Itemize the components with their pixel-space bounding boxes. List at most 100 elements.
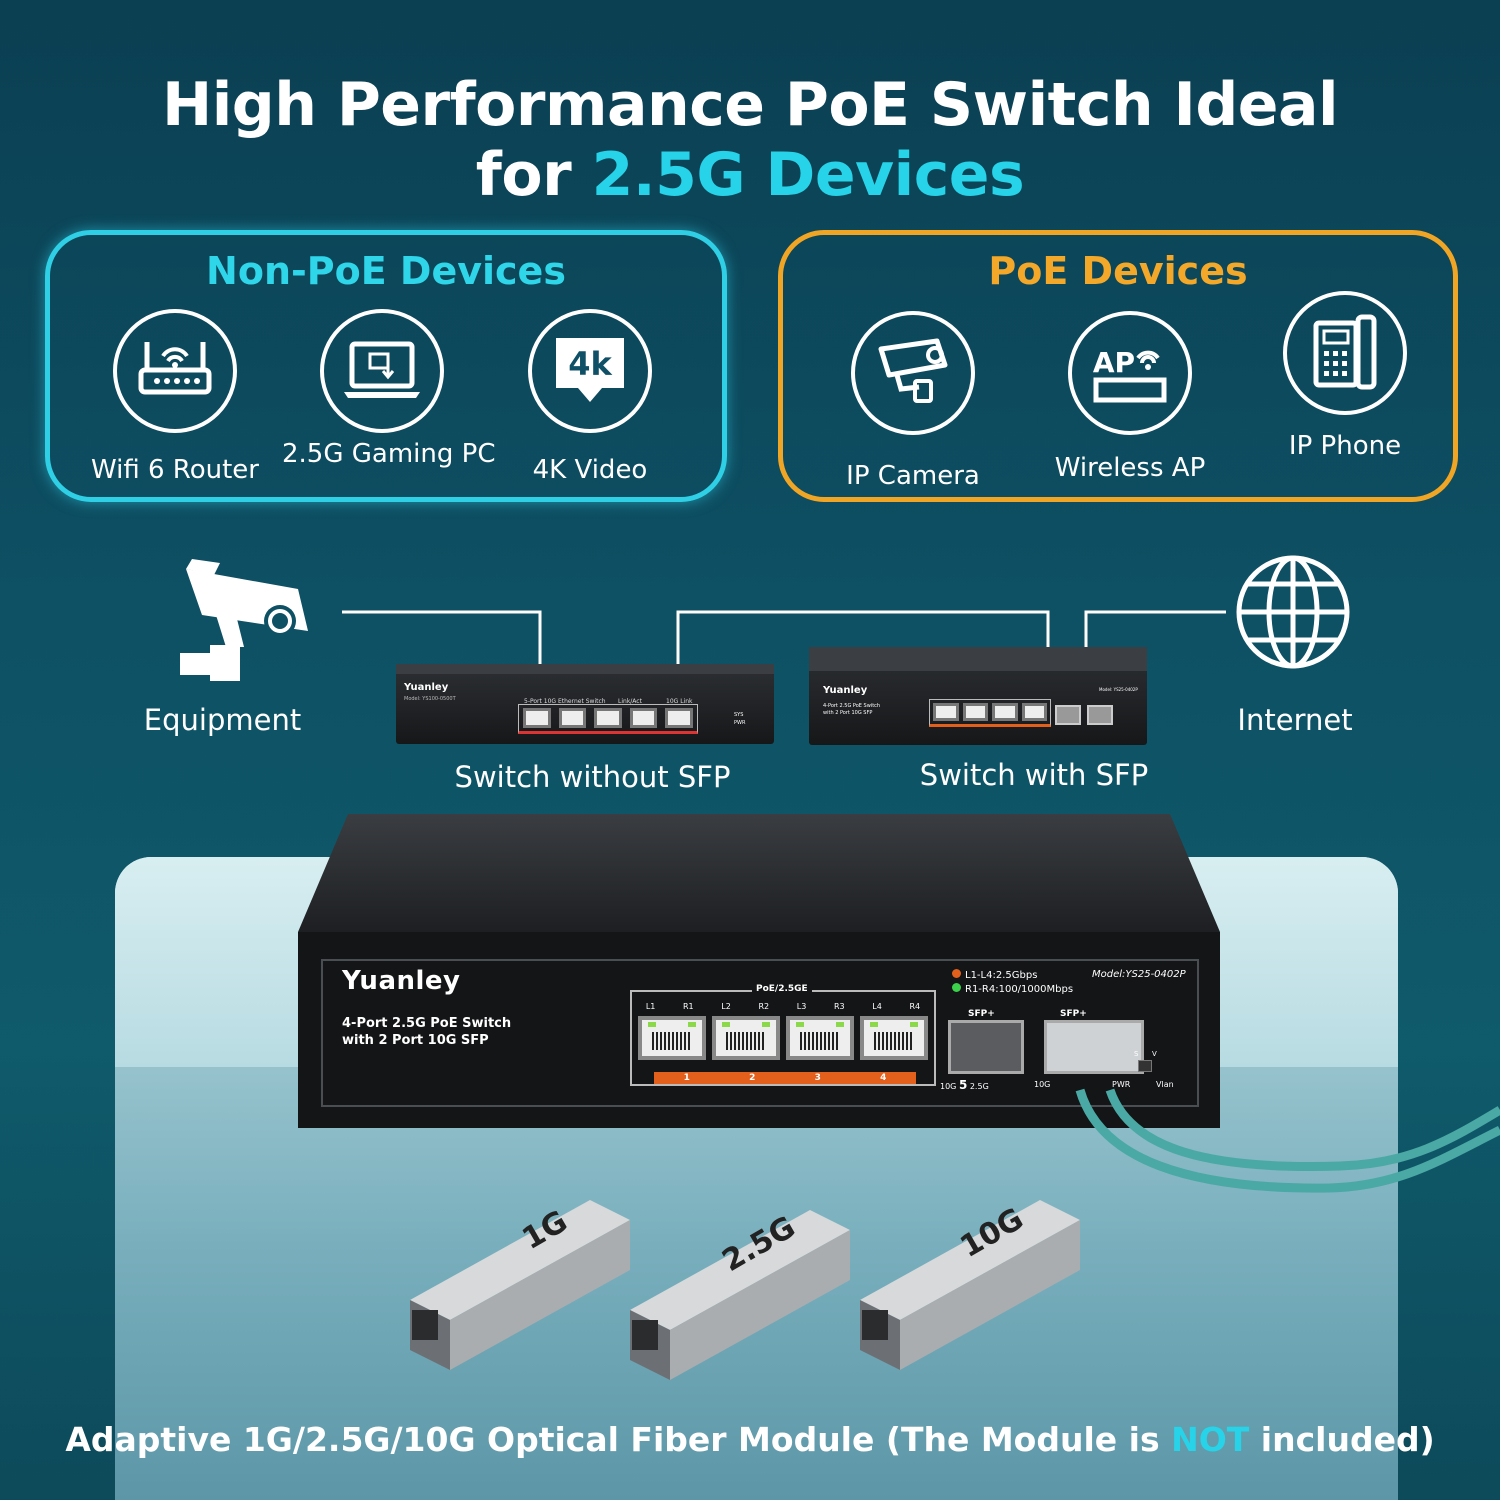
switch-b-desc2: with 2 Port 10G SFP bbox=[823, 710, 873, 716]
non-poe-panel: Non-PoE Devices Wifi 6 Router bbox=[45, 230, 727, 502]
equipment-camera-icon bbox=[180, 559, 308, 681]
sfp-module-10g: 10G bbox=[860, 1200, 1080, 1370]
vlan-toggle-switch[interactable] bbox=[1138, 1060, 1152, 1072]
device-label: Wireless AP bbox=[1054, 453, 1206, 483]
port-number: 1 bbox=[683, 1073, 690, 1083]
main-switch-desc-line2: with 2 Port 10G SFP bbox=[342, 1033, 489, 1048]
sfp-port-5[interactable] bbox=[948, 1020, 1024, 1074]
speed-2-5g: 2.5G bbox=[969, 1082, 989, 1091]
port-label: L4 bbox=[872, 1002, 882, 1011]
switch-s-label: S bbox=[1134, 1050, 1139, 1058]
pwr-indicator: PWR bbox=[1112, 1080, 1131, 1089]
speed-10g: 10G bbox=[940, 1082, 957, 1091]
port-label: L3 bbox=[796, 1002, 807, 1011]
switch-a-link-caption: Link/Act bbox=[618, 698, 642, 705]
poe-panel: PoE Devices IP Camera AP Wireless AP bbox=[778, 230, 1458, 502]
rj45-port bbox=[1021, 703, 1047, 721]
switch-with-sfp-label: Switch with SFP bbox=[919, 758, 1149, 792]
poe-title: PoE Devices bbox=[988, 249, 1248, 293]
sfp-module-1g: 1G bbox=[410, 1200, 630, 1370]
port-label: R3 bbox=[833, 1002, 845, 1011]
legend-orange: L1-L4:2.5Gbps bbox=[965, 970, 1038, 981]
port-label: R1 bbox=[683, 1002, 694, 1011]
poe-ports bbox=[638, 1016, 928, 1060]
main-switch-brand: Yuanley bbox=[342, 966, 461, 996]
switch-top bbox=[298, 814, 1220, 932]
ip-camera-icon bbox=[851, 311, 975, 435]
headline-line1: High Performance PoE Switch Ideal bbox=[161, 70, 1339, 140]
port-number-bar: 1 2 3 4 bbox=[654, 1072, 916, 1084]
rj45-port bbox=[933, 703, 959, 721]
rj45-port[interactable] bbox=[860, 1016, 928, 1060]
headline-line2-prefix: for bbox=[475, 140, 592, 210]
switch-a-ports-caption: 5-Port 10G Ethernet Switch bbox=[524, 698, 606, 705]
switch-a-brand: Yuanley bbox=[404, 682, 449, 693]
device-wifi-router: Wifi 6 Router bbox=[75, 309, 275, 485]
headline-line2-accent: 2.5G Devices bbox=[591, 140, 1025, 210]
switch-a-sys: SYS bbox=[734, 712, 744, 718]
rj45-port bbox=[992, 703, 1018, 721]
device-label: 2.5G Gaming PC bbox=[282, 439, 496, 469]
main-switch-legend: L1-L4:2.5Gbps R1-R4:100/1000Mbps bbox=[952, 969, 1073, 997]
rj45-port bbox=[594, 708, 622, 728]
port-number: 2 bbox=[749, 1073, 756, 1083]
sfp-port-number: 5 bbox=[958, 1078, 968, 1092]
internet-label: Internet bbox=[1237, 703, 1353, 737]
sfp-module-2-5g: 2.5G bbox=[630, 1210, 850, 1380]
sfp-port bbox=[1087, 705, 1113, 725]
main-switch-model: Model:YS25-0402P bbox=[1092, 969, 1186, 980]
device-wireless-ap: AP Wireless AP bbox=[1030, 311, 1230, 483]
router-icon bbox=[113, 309, 237, 433]
switch-without-sfp-label: Switch without SFP bbox=[454, 760, 731, 794]
rj45-port[interactable] bbox=[638, 1016, 706, 1060]
sfp-label-6: SFP+ bbox=[1060, 1009, 1087, 1019]
device-label: Wifi 6 Router bbox=[91, 455, 259, 485]
main-switch-image bbox=[298, 814, 1220, 1128]
switch-a-ports bbox=[518, 704, 698, 734]
footer-main: Adaptive 1G/2.5G/10G Optical Fiber Modul… bbox=[65, 1420, 875, 1459]
rj45-port bbox=[558, 708, 587, 728]
device-gaming-pc: 2.5G Gaming PC bbox=[282, 309, 496, 469]
laptop-icon bbox=[320, 309, 444, 433]
footer-not: NOT bbox=[1171, 1420, 1250, 1459]
device-ip-phone: IP Phone bbox=[1245, 291, 1445, 461]
switch-a-pwr: PWR bbox=[734, 720, 746, 726]
port-label: R4 bbox=[909, 1002, 921, 1011]
non-poe-title: Non-PoE Devices bbox=[206, 249, 566, 293]
device-label: IP Phone bbox=[1288, 431, 1402, 461]
device-label: IP Camera bbox=[846, 461, 980, 491]
switch-without-sfp-image: Yuanley Model: YS100-0500T 5-Port 10G Et… bbox=[396, 664, 774, 744]
switch-with-sfp-image: Yuanley 4-Port 2.5G PoE Switch with 2 Po… bbox=[809, 647, 1147, 745]
equipment-label: Equipment bbox=[143, 703, 302, 737]
headline: High Performance PoE Switch Ideal for 2.… bbox=[0, 70, 1500, 210]
globe-icon bbox=[1236, 555, 1350, 669]
port-label-row: L1 R1 L2 R2 L3 R3 L4 R4 bbox=[632, 1002, 934, 1011]
switch-a-speed-caption: 10G Link bbox=[666, 698, 693, 705]
footer-caption: Adaptive 1G/2.5G/10G Optical Fiber Modul… bbox=[0, 1420, 1500, 1459]
rj45-port bbox=[962, 703, 988, 721]
legend-green: R1-R4:100/1000Mbps bbox=[965, 984, 1074, 995]
port-label: R2 bbox=[758, 1002, 770, 1011]
headline-line2: for 2.5G Devices bbox=[0, 140, 1500, 210]
ip-phone-icon bbox=[1283, 291, 1407, 415]
port5-speed-row: 10G 5 2.5G bbox=[940, 1078, 989, 1092]
wireless-ap-icon: AP bbox=[1068, 311, 1192, 435]
device-ip-camera: IP Camera bbox=[813, 311, 1013, 491]
sfp-port-6-with-module[interactable] bbox=[1044, 1020, 1144, 1074]
footer-paren-prefix: (The Module is bbox=[885, 1420, 1172, 1459]
sfp-label-5: SFP+ bbox=[968, 1009, 995, 1019]
rj45-port[interactable] bbox=[712, 1016, 780, 1060]
main-switch-desc: 4-Port 2.5G PoE Switch with 2 Port 10G S… bbox=[342, 1015, 511, 1049]
sfp-port bbox=[1055, 705, 1081, 725]
footer-paren-suffix: included) bbox=[1249, 1420, 1435, 1459]
device-label: 4K Video bbox=[532, 455, 648, 485]
4k-monitor-icon: 4k bbox=[528, 309, 652, 433]
sfp-modules: 1G 2.5G 10G bbox=[410, 1200, 1080, 1380]
switch-b-ports bbox=[929, 699, 1051, 727]
rj45-port bbox=[665, 708, 693, 728]
rj45-port bbox=[523, 708, 551, 728]
switch-b-model: Model: YS25-0402P bbox=[1099, 687, 1138, 692]
4k-badge: 4k bbox=[568, 345, 612, 383]
port-number: 4 bbox=[880, 1073, 887, 1083]
rj45-port[interactable] bbox=[786, 1016, 854, 1060]
